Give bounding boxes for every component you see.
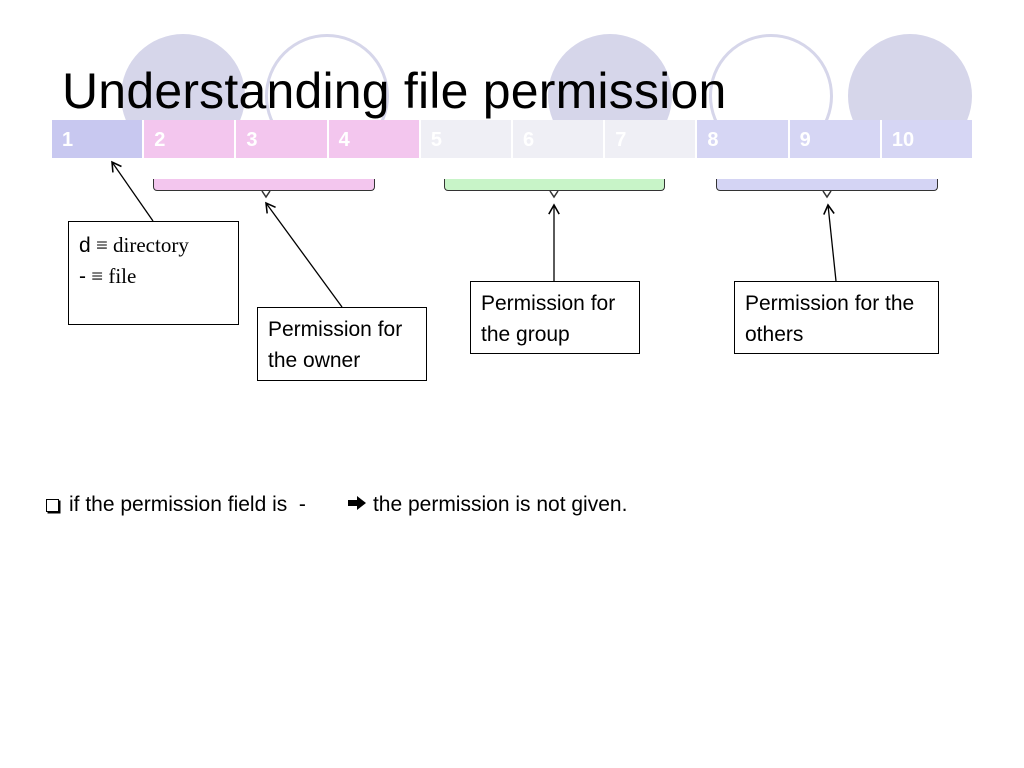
note-text-before: if the permission field is - xyxy=(69,493,318,516)
owner-permission-label: Permission for the owner xyxy=(257,307,427,381)
owner-bracket xyxy=(153,179,375,191)
bit-cell: 8 xyxy=(697,120,790,158)
legend-directory-value: ≡ directory xyxy=(90,233,189,257)
note-text-after: the permission is not given. xyxy=(372,493,628,516)
legend-file-line: - ≡ file xyxy=(79,261,228,292)
arrow-legend xyxy=(111,160,154,222)
legend-directory-key: d xyxy=(79,234,91,257)
bit-cell: 5 xyxy=(420,120,514,158)
group-permission-label: Permission for the group xyxy=(470,281,640,354)
group-bracket xyxy=(444,179,665,191)
type-legend-box: d ≡ directory - ≡ file xyxy=(68,221,239,325)
others-permission-label: Permission for the others xyxy=(734,281,939,354)
arrow-owner xyxy=(265,201,343,308)
permission-bits-row: 1 2 3 4 5 6 7 8 9 10 xyxy=(52,120,973,158)
bit-cell: 7 xyxy=(605,120,698,158)
bracket-tip xyxy=(549,190,559,199)
checkbox-bullet-icon xyxy=(46,498,59,512)
legend-file-key: - xyxy=(79,265,86,288)
legend-file-value: ≡ file xyxy=(86,264,137,288)
bracket-tip xyxy=(822,190,832,199)
slide-title: Understanding file permission xyxy=(62,63,727,119)
bit-cell: 4 xyxy=(328,120,421,158)
others-bracket xyxy=(716,179,938,191)
bit-cell: 10 xyxy=(881,120,973,158)
bit-cell: 2 xyxy=(144,120,237,158)
bit-cell: 1 xyxy=(52,120,145,158)
right-arrow-icon xyxy=(324,469,367,541)
bit-cell: 6 xyxy=(513,120,606,158)
bracket-tip xyxy=(261,190,271,199)
arrow-others xyxy=(823,203,837,282)
bit-cell: 9 xyxy=(789,120,882,158)
legend-directory-line: d ≡ directory xyxy=(79,230,228,261)
note-bullet: if the permission field is - the permiss… xyxy=(46,469,627,541)
bit-cell: 3 xyxy=(236,120,329,158)
